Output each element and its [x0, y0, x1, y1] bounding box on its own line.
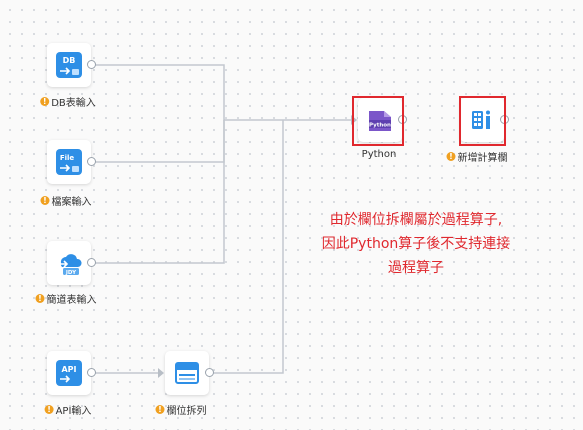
annotation-line-3: 過程算子 — [388, 260, 444, 276]
node-add-calculated-column[interactable] — [460, 98, 509, 142]
edge-file-to-python — [95, 120, 225, 163]
label-text: 新增計算欄 — [457, 153, 508, 164]
database-input-icon: DB — [56, 52, 82, 78]
warning-icon: ! — [35, 294, 45, 303]
annotation-line-1: 由於欄位拆欄屬於過程算子, — [329, 212, 503, 228]
node-file-input[interactable]: File — [47, 140, 96, 184]
python-icon: Python — [369, 111, 391, 131]
label-text: 檔案輸入 — [51, 197, 92, 208]
label-text: Python — [361, 149, 397, 160]
jiandaoyun-input-icon: JDY — [58, 254, 82, 276]
svg-text:File: File — [60, 154, 75, 162]
label-text: DB表輸入 — [51, 98, 96, 109]
node-api-input[interactable]: API — [47, 351, 96, 395]
output-port[interactable] — [87, 258, 96, 267]
annotation-line-2: 因此Python算子後不支持連接 — [321, 236, 511, 252]
output-port[interactable] — [205, 368, 214, 377]
annotation-note: 由於欄位拆欄屬於過程算子, 因此Python算子後不支持連接 過程算子 — [300, 208, 532, 280]
node-file-input-label: ! 檔案輸入 — [40, 193, 92, 208]
warning-icon: ! — [446, 152, 456, 161]
output-port[interactable] — [87, 368, 96, 377]
warning-icon: ! — [40, 97, 50, 106]
file-input-icon: File — [56, 149, 82, 175]
node-field-split[interactable] — [158, 351, 214, 395]
label-text: API輸入 — [55, 406, 92, 417]
node-jdy-input-label: ! 簡道表輸入 — [35, 291, 97, 306]
label-text: 欄位拆列 — [166, 406, 207, 417]
warning-icon: ! — [40, 196, 50, 205]
output-port[interactable] — [500, 115, 509, 124]
edge-db-to-python — [95, 64, 356, 121]
node-jdy-input[interactable]: JDY — [47, 241, 96, 285]
svg-text:DB: DB — [63, 56, 76, 65]
label-text: 簡道表輸入 — [46, 295, 97, 306]
input-port[interactable] — [158, 368, 164, 378]
add-calculated-column-icon — [472, 110, 490, 129]
node-python[interactable]: Python — [351, 98, 407, 142]
svg-text:Python: Python — [369, 123, 391, 129]
node-field-split-label: ! 欄位拆列 — [155, 402, 207, 417]
output-port[interactable] — [398, 115, 407, 124]
node-add-calculated-column-label: ! 新增計算欄 — [446, 149, 508, 164]
node-api-input-label: ! API輸入 — [44, 402, 92, 417]
output-port[interactable] — [87, 157, 96, 166]
input-port[interactable] — [351, 115, 357, 125]
edge-split-to-python — [212, 120, 284, 374]
warning-icon: ! — [44, 405, 54, 414]
field-split-icon — [175, 362, 199, 384]
api-input-icon: API — [56, 360, 82, 386]
edge-jdy-to-python — [95, 120, 225, 264]
output-port[interactable] — [87, 60, 96, 69]
svg-text:API: API — [61, 365, 76, 374]
node-db-input[interactable]: DB — [47, 43, 96, 87]
node-db-input-label: ! DB表輸入 — [40, 94, 96, 109]
node-python-label: Python — [362, 149, 397, 160]
svg-text:JDY: JDY — [65, 270, 77, 276]
warning-icon: ! — [155, 405, 165, 414]
